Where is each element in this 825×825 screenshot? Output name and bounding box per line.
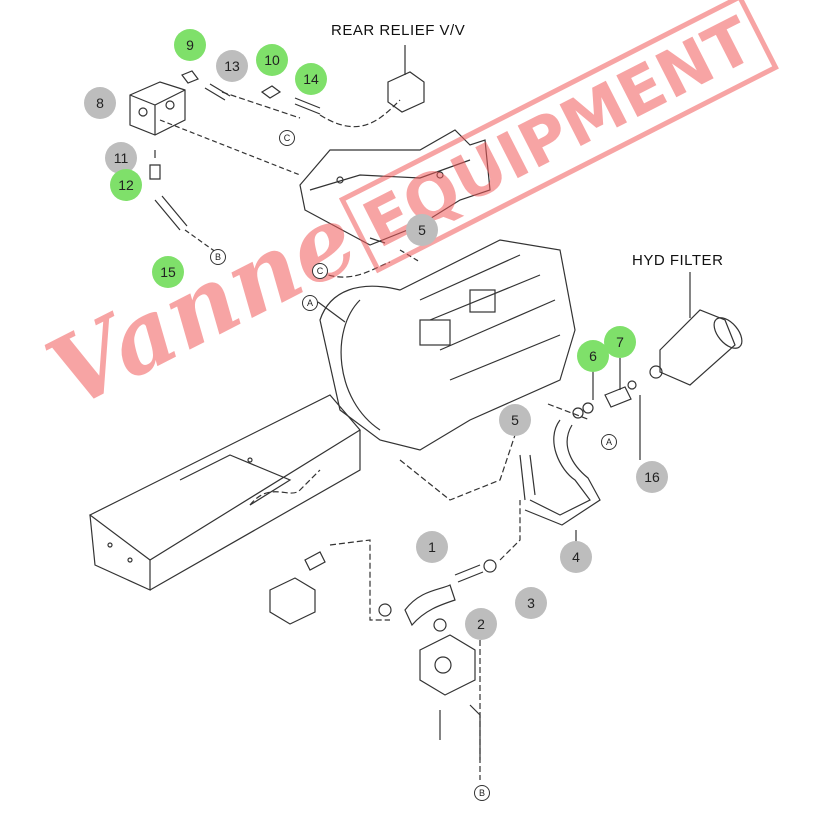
callout-3[interactable]: 3 <box>515 587 547 619</box>
frame-rail <box>88 394 361 591</box>
rear-relief-label: REAR RELIEF V/V <box>331 22 466 39</box>
hyd-filter-label: HYD FILTER <box>632 252 724 269</box>
callout-1[interactable]: 1 <box>416 531 448 563</box>
callout-14[interactable]: 14 <box>295 63 327 95</box>
callout-12[interactable]: 12 <box>110 169 142 201</box>
callout-7[interactable]: 7 <box>604 326 636 358</box>
hydraulic-pump <box>269 551 497 760</box>
callout-2[interactable]: 2 <box>465 608 497 640</box>
callout-13[interactable]: 13 <box>216 50 248 82</box>
callout-5-lower[interactable]: 5 <box>499 404 531 436</box>
fittings-top <box>149 70 401 256</box>
ref-marker-b-bottom: B <box>474 785 490 801</box>
callout-5-upper[interactable]: 5 <box>406 214 438 246</box>
callout-6[interactable]: 6 <box>577 340 609 372</box>
callout-10[interactable]: 10 <box>256 44 288 76</box>
callout-11[interactable]: 11 <box>105 142 137 174</box>
callout-8[interactable]: 8 <box>84 87 116 119</box>
hydraulic-filter <box>572 272 743 460</box>
callout-15[interactable]: 15 <box>152 256 184 288</box>
transmission-housing <box>317 239 576 451</box>
callout-9[interactable]: 9 <box>174 29 206 61</box>
callout-16[interactable]: 16 <box>636 461 668 493</box>
callout-4[interactable]: 4 <box>560 541 592 573</box>
routing-lines <box>249 403 591 780</box>
ref-marker-b-top: B <box>210 249 226 265</box>
suction-pipe <box>519 419 601 545</box>
valve-block <box>129 81 186 136</box>
ref-marker-c-mid: C <box>312 263 328 279</box>
mounting-bracket <box>299 129 491 246</box>
ref-marker-a-left: A <box>302 295 318 311</box>
ref-marker-c-top: C <box>279 130 295 146</box>
rear-relief-valve <box>387 45 425 113</box>
ref-marker-a-right: A <box>601 434 617 450</box>
